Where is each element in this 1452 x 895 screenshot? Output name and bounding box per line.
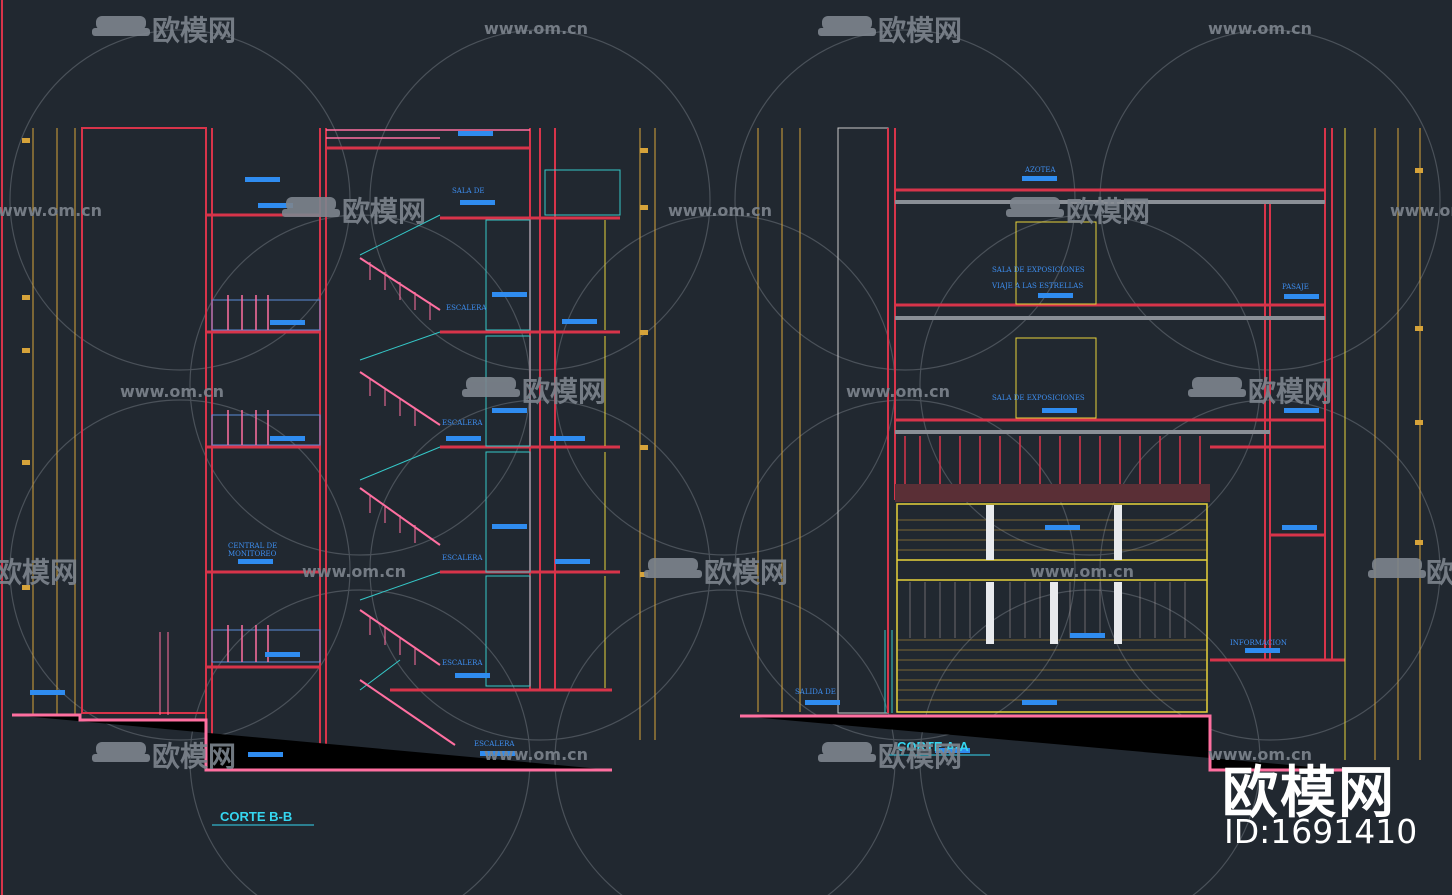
watermark-brand: 欧模网 xyxy=(522,375,606,408)
label-sala-exp-1b: VIAJE A LAS ESTRELLAS xyxy=(991,282,1083,290)
label-central-1: CENTRAL DE xyxy=(228,542,277,550)
label-azotea: AZOTEA xyxy=(1024,166,1056,174)
watermarks: 欧模网 欧模网 欧模网 欧模网 欧模网 欧模网 欧模网 欧模网 欧模网 欧模网 … xyxy=(0,14,1452,773)
corte-a-a-drawing: AZOTEA SALA DE EXPOSICIONES VIAJE A LAS … xyxy=(639,127,1423,772)
watermark-brand: 欧模网 xyxy=(1426,556,1452,589)
watermark-brand: 欧模网 xyxy=(342,195,426,228)
watermark-url: www.om.cn xyxy=(846,382,950,401)
title-corte-b-b: CORTE B-B xyxy=(220,809,292,824)
watermark-url: www.om.cn xyxy=(120,382,224,401)
label-sala: SALA DE xyxy=(452,187,485,195)
watermark-url: www.om.cn xyxy=(1208,745,1312,764)
label-escalera-2: ESCALERA xyxy=(442,419,483,427)
watermark-url: www.om.cn xyxy=(0,201,102,220)
label-salida: SALIDA DE xyxy=(795,688,836,696)
brand-name: 欧模网 xyxy=(1222,761,1396,826)
label-escalera-5: ESCALERA xyxy=(474,740,515,748)
watermark-brand: 欧模网 xyxy=(0,556,78,589)
watermark-brand: 欧模网 xyxy=(152,740,236,773)
brand-id: ID:1691410 xyxy=(1224,812,1418,851)
watermark-url: www.om.cn xyxy=(484,19,588,38)
label-informacion: INFORMACION xyxy=(1230,639,1287,647)
label-pasaje: PASAJE xyxy=(1282,283,1309,291)
watermark-url: www.om.cn xyxy=(302,562,406,581)
label-central-2: MONITOREO xyxy=(228,550,277,558)
watermark-brand: 欧模网 xyxy=(1066,195,1150,228)
watermark-url: www.om.cn xyxy=(1390,201,1452,220)
label-escalera-3: ESCALERA xyxy=(442,554,483,562)
watermark-brand: 欧模网 xyxy=(878,14,962,47)
watermark-brand: 欧模网 xyxy=(704,556,788,589)
label-escalera-1: ESCALERA xyxy=(446,304,487,312)
label-sala-exp-2: SALA DE EXPOSICIONES xyxy=(992,394,1085,402)
watermark-brand: 欧模网 xyxy=(1248,375,1332,408)
watermark-brand: 欧模网 xyxy=(152,14,236,47)
title-corte-a-a: CORTE A-A xyxy=(897,739,969,754)
watermark-url: www.om.cn xyxy=(668,201,772,220)
watermark-url: www.om.cn xyxy=(1208,19,1312,38)
watermark-url: www.om.cn xyxy=(484,745,588,764)
label-escalera-4: ESCALERA xyxy=(442,659,483,667)
corte-b-b-drawing: SALA DE ESCALERA ESCALERA ESCALERA ESCAL… xyxy=(1,0,621,895)
watermark-brand: 欧模网 xyxy=(878,740,962,773)
sofa-icon xyxy=(92,16,1426,762)
ceiling-hatch xyxy=(895,484,1210,502)
label-sala-exp-1a: SALA DE EXPOSICIONES xyxy=(992,266,1085,274)
watermark-url: www.om.cn xyxy=(1030,562,1134,581)
